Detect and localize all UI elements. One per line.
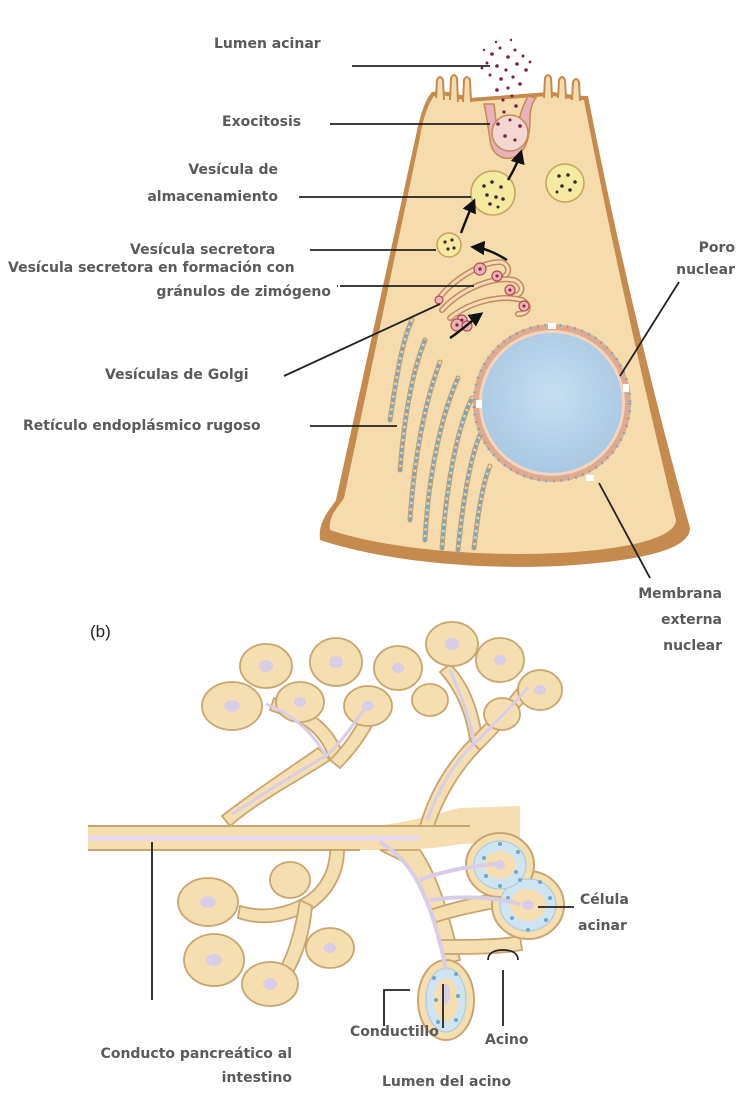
label-vesicula-formacion-line1: Vesícula secretora en formación con <box>8 258 295 278</box>
label-membrana-externa-line2: externa <box>600 610 722 630</box>
nucleus <box>474 323 630 481</box>
label-vesiculas-golgi: Vesículas de Golgi <box>105 365 249 385</box>
label-poro-nuclear-line1: Poro <box>640 238 735 258</box>
label-vesicula-secretora: Vesícula secretora <box>130 240 275 260</box>
label-celula-acinar-line2: acinar <box>578 916 627 936</box>
label-lumen-acinar: Lumen acinar <box>214 34 321 54</box>
label-vesicula-almacenamiento-line1: Vesícula de <box>120 160 278 180</box>
label-lumen-del-acino: Lumen del acino <box>382 1072 511 1092</box>
acinar-cell <box>320 75 690 567</box>
label-vesicula-formacion-line2: gránulos de zimógeno <box>40 282 331 302</box>
label-celula-acinar-line1: Célula <box>580 890 629 910</box>
label-conducto-pancreatico-line1: Conducto pancreático al <box>40 1044 292 1064</box>
label-poro-nuclear-line2: nuclear <box>640 260 735 280</box>
section-label-b: (b) <box>90 622 111 642</box>
label-vesicula-almacenamiento-line2: almacenamiento <box>120 187 278 207</box>
label-membrana-externa-line1: Membrana <box>600 584 722 604</box>
label-conducto-pancreatico-line2: intestino <box>40 1068 292 1088</box>
label-exocitosis: Exocitosis <box>222 112 301 132</box>
label-reticulo-endoplasmico: Retículo endoplásmico rugoso <box>23 416 261 436</box>
label-membrana-externa-line3: nuclear <box>600 636 722 656</box>
cell-cytoplasm <box>330 95 676 553</box>
upper-acini <box>202 622 562 730</box>
label-acino: Acino <box>485 1030 529 1050</box>
label-conductillo: Conductillo <box>350 1022 439 1042</box>
